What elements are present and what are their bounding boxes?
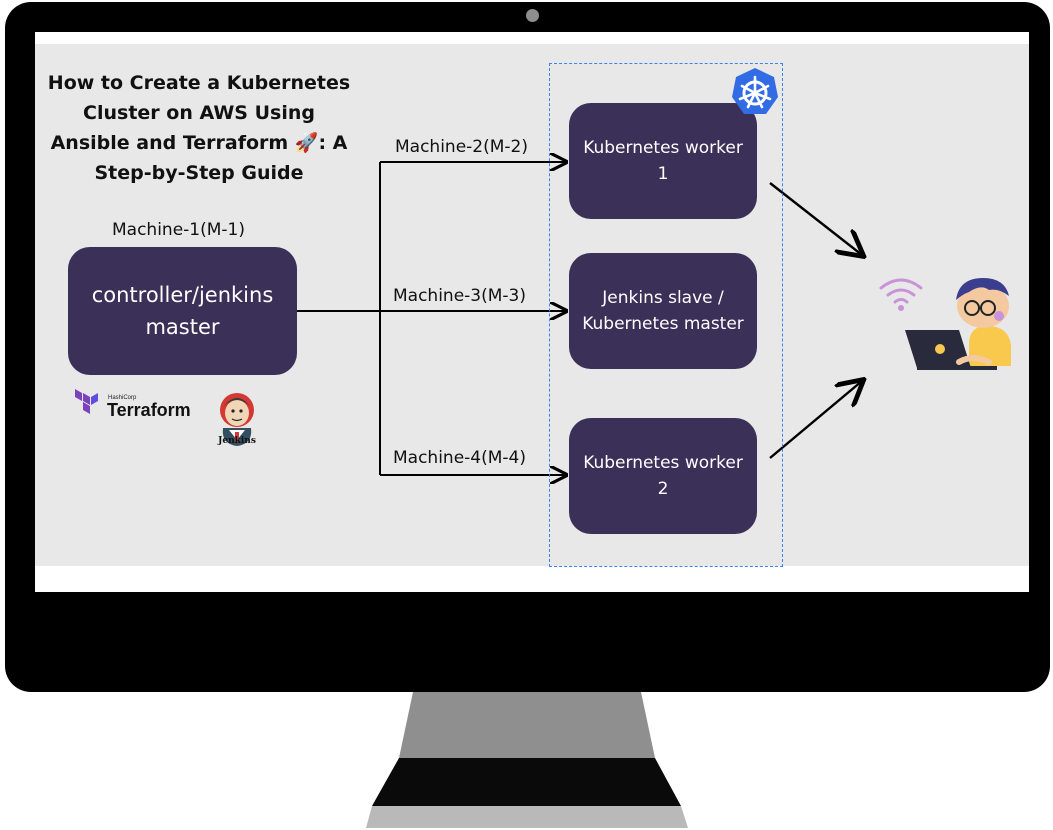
terraform-name-text: Terraform xyxy=(107,400,191,420)
diagram-title: How to Create a Kubernetes Cluster on AW… xyxy=(47,72,351,184)
worker-1-node: Kubernetes worker 1 xyxy=(569,103,757,219)
master-text: Jenkins slave / Kubernetes master xyxy=(582,288,744,334)
jenkins-name-text: Jenkins xyxy=(218,436,256,446)
link-worker1-to-user xyxy=(769,182,862,255)
diagram-canvas: How to Create a Kubernetes Cluster on AW… xyxy=(35,44,1029,567)
terraform-logo: HashiCorp Terraform xyxy=(73,387,193,420)
machine-3-label: Machine-3(M-3) xyxy=(393,286,526,306)
user-with-laptop-icon xyxy=(879,278,1011,370)
webcam-dot xyxy=(526,9,539,22)
link-worker2-to-user xyxy=(769,381,862,459)
machine-2-label: Machine-2(M-2) xyxy=(395,137,528,157)
terraform-brand-text: HashiCorp xyxy=(108,395,137,401)
controller-node-text: controller/jenkins master xyxy=(91,283,274,339)
jenkins-icon xyxy=(220,393,254,446)
machine-1-label: Machine-1(M-1) xyxy=(112,220,245,240)
master-node: Jenkins slave / Kubernetes master xyxy=(569,253,757,369)
monitor-screen: How to Create a Kubernetes Cluster on AW… xyxy=(35,32,1029,592)
wifi-icon xyxy=(879,278,923,311)
kubernetes-icon xyxy=(732,68,778,114)
terraform-icon xyxy=(75,389,98,414)
machine-4-label: Machine-4(M-4) xyxy=(393,448,526,468)
monitor-frame: How to Create a Kubernetes Cluster on AW… xyxy=(5,2,1050,692)
worker-2-text: Kubernetes worker 2 xyxy=(583,453,743,499)
worker-1-text: Kubernetes worker 1 xyxy=(583,138,743,184)
connector-lines xyxy=(297,44,1029,566)
worker-2-node: Kubernetes worker 2 xyxy=(569,418,757,534)
controller-node: controller/jenkins master xyxy=(68,247,297,375)
kubernetes-cluster-boundary xyxy=(549,63,783,567)
